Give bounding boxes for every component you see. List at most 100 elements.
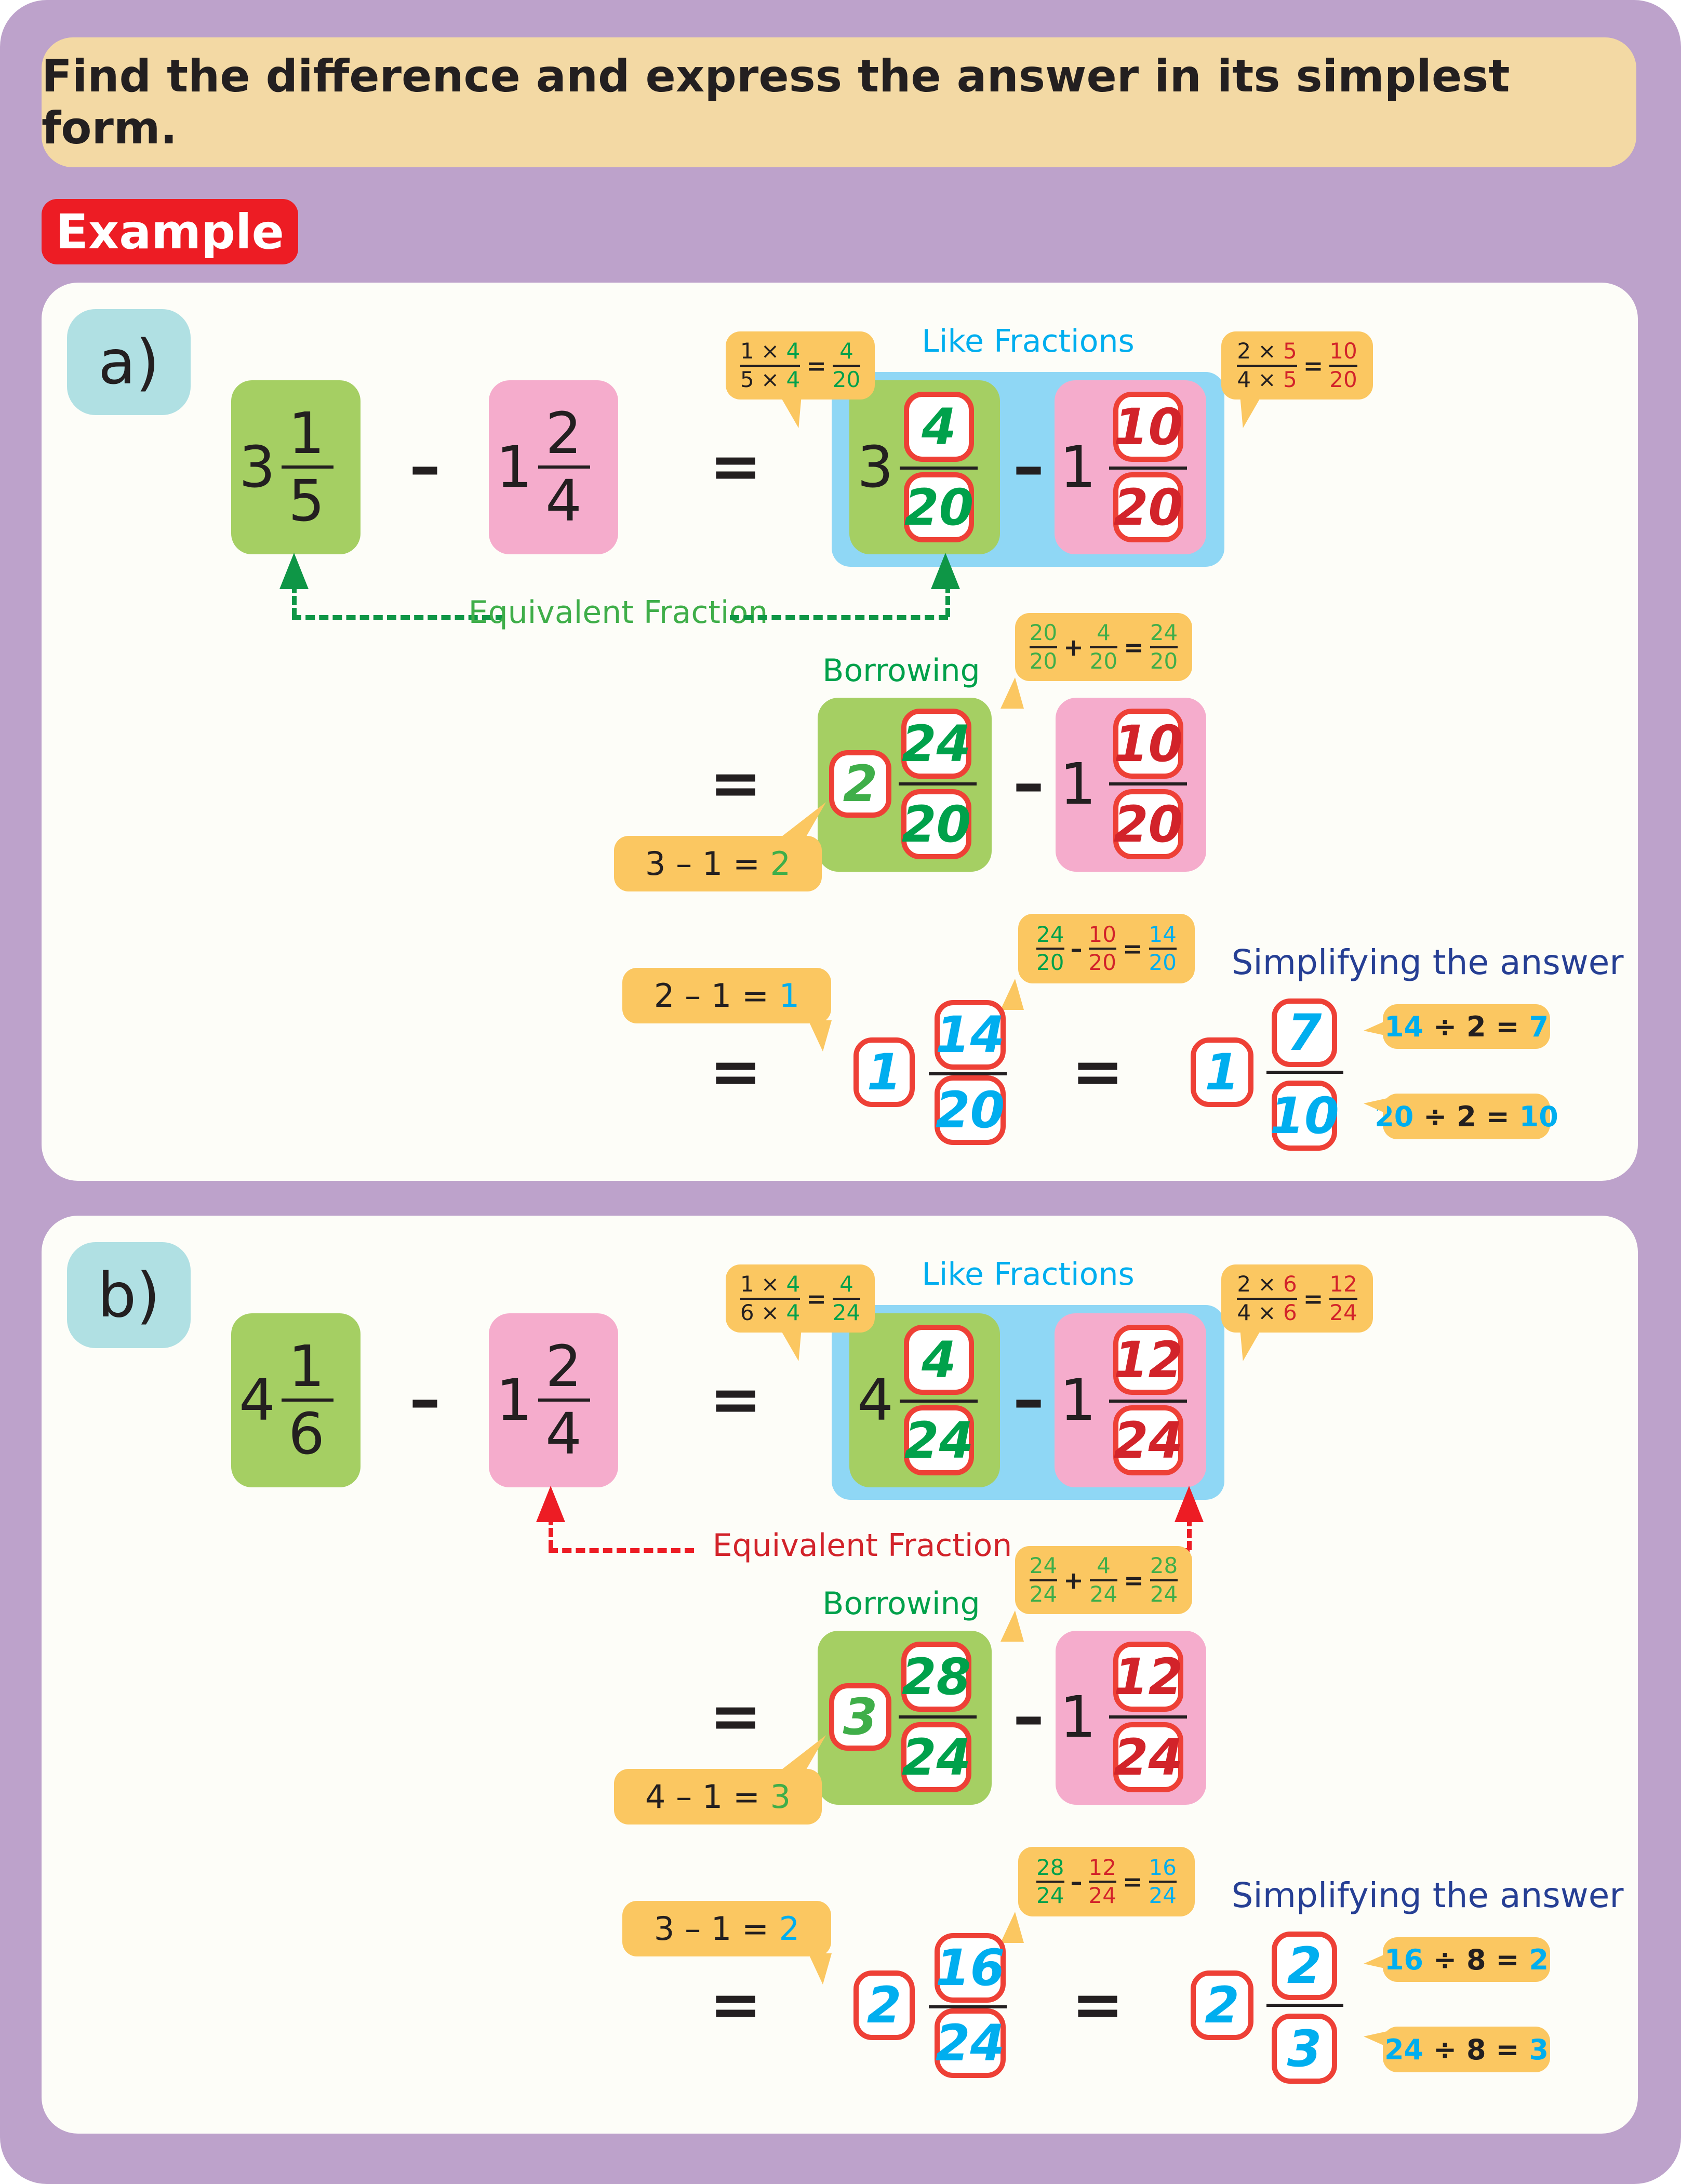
fraction-part: 1 × 4 <box>740 1271 801 1297</box>
callout-pointer <box>1000 1610 1038 1642</box>
fraction-bar <box>1088 948 1116 950</box>
borrow-subtrahend-numerator: 10 <box>1113 709 1183 779</box>
fraction-bar <box>1329 364 1357 367</box>
value-text: 2 <box>1237 338 1251 364</box>
fraction-bar <box>1266 2004 1343 2007</box>
value-text: 24 <box>1088 1883 1116 1908</box>
value-text: 24 <box>832 1299 861 1325</box>
value-text: 2 <box>1466 1010 1486 1043</box>
fraction-bar <box>899 1715 977 1719</box>
arrow-up-icon <box>1175 1486 1204 1522</box>
fraction-bar <box>1089 646 1118 648</box>
fraction-bar <box>1109 782 1187 785</box>
borrowing-label: Borrowing <box>822 1586 980 1622</box>
value-text: 4 <box>786 1299 801 1325</box>
fraction-bar <box>1089 1579 1118 1581</box>
callout-pointer <box>1222 397 1261 428</box>
operator: = <box>1303 1284 1324 1313</box>
value-text: 3 <box>1529 2033 1549 2066</box>
value-text: 24 <box>1036 1883 1064 1908</box>
value-text: 4 <box>786 366 801 392</box>
value-text: 20 <box>1029 648 1058 674</box>
value-text: 24 <box>1036 921 1064 947</box>
borrow-minuend-denominator: 24 <box>901 1722 971 1792</box>
value-text: 2 <box>1529 1943 1549 1976</box>
value-text: 28 <box>1150 1553 1178 1579</box>
value-text: 6 <box>1283 1271 1297 1297</box>
callout-pointer <box>1000 1912 1038 1943</box>
minuend-denominator: 6 <box>288 1401 325 1467</box>
simplify-denominator-callout: 20 ÷ 2 = 10 <box>1375 1094 1558 1139</box>
value-text: 24 <box>1029 1581 1058 1607</box>
fraction-bar <box>1149 948 1177 950</box>
operator: = <box>1124 1566 1144 1594</box>
callout-pointer <box>1222 1330 1261 1361</box>
value-text: 20 <box>1150 648 1178 674</box>
connector-line <box>1187 1517 1192 1550</box>
part-label: b) <box>67 1242 191 1348</box>
minus-sign: – <box>1013 748 1044 820</box>
like-subtrahend-whole: 1 <box>1060 434 1096 500</box>
borrow-subtrahend-whole: 1 <box>1060 1684 1096 1750</box>
connector-line <box>730 615 948 620</box>
value-text: 4 <box>1237 1299 1251 1325</box>
whole-result-callout: 3 – 1 = 2 <box>622 1901 831 1956</box>
connector-line <box>292 615 505 620</box>
like-fractions-label: Like Fractions <box>922 1256 1135 1293</box>
value-text: 20 <box>1036 950 1064 975</box>
value-text: 24 <box>1150 1581 1178 1607</box>
callout-pointer <box>808 1953 846 1985</box>
fraction-part: 1 × 4 <box>740 338 801 364</box>
simplified-whole: 2 <box>1191 1970 1253 2040</box>
operator: = <box>806 351 826 380</box>
fraction-bar <box>900 467 978 470</box>
value-text: 2 <box>1457 1100 1476 1133</box>
like-fractions-label: Like Fractions <box>922 323 1135 359</box>
borrowing-label: Borrowing <box>822 652 980 689</box>
fraction-part: 4 × 6 <box>1237 1299 1297 1325</box>
fraction-part: 4 × 5 <box>1237 366 1297 392</box>
value-text: 10 <box>1329 338 1357 364</box>
subtrahend-denominator: 4 <box>545 1401 582 1467</box>
value-text: 5 <box>740 366 754 392</box>
value-text: 20 <box>832 366 861 392</box>
value-text: 4 <box>786 1271 801 1297</box>
fraction-bar <box>538 1399 590 1402</box>
value-text: 14 <box>1384 1010 1424 1043</box>
fraction-bar <box>929 2005 1007 2008</box>
like-minuend-denominator: 24 <box>904 1405 974 1475</box>
example-tag-label: Example <box>56 204 284 260</box>
operator: = <box>806 1284 826 1313</box>
fraction-bar <box>282 1399 333 1402</box>
value-text: 12 <box>1088 1854 1116 1880</box>
borrow-minuend-numerator: 24 <box>901 709 971 779</box>
simplified-denominator: 10 <box>1270 1081 1339 1151</box>
operator: = <box>1303 351 1324 380</box>
equivalent-fraction-label: Equivalent Fraction <box>712 1527 1012 1564</box>
value-text: 1 <box>702 845 723 883</box>
value-text: 2 <box>770 845 791 883</box>
fraction-bar <box>1036 948 1064 950</box>
callout-pointer <box>780 1330 820 1361</box>
equals-sign: = <box>709 1969 762 2041</box>
fraction-bar <box>740 1297 801 1300</box>
connector-line <box>549 1548 694 1553</box>
result-whole: 1 <box>853 1037 915 1107</box>
operator: = <box>1122 1868 1143 1896</box>
equivalent-fraction-label: Equivalent Fraction <box>468 594 768 631</box>
equals-sign: = <box>709 431 762 503</box>
value-text: 24 <box>1329 1299 1357 1325</box>
value-text: 16 <box>1384 1943 1424 1976</box>
